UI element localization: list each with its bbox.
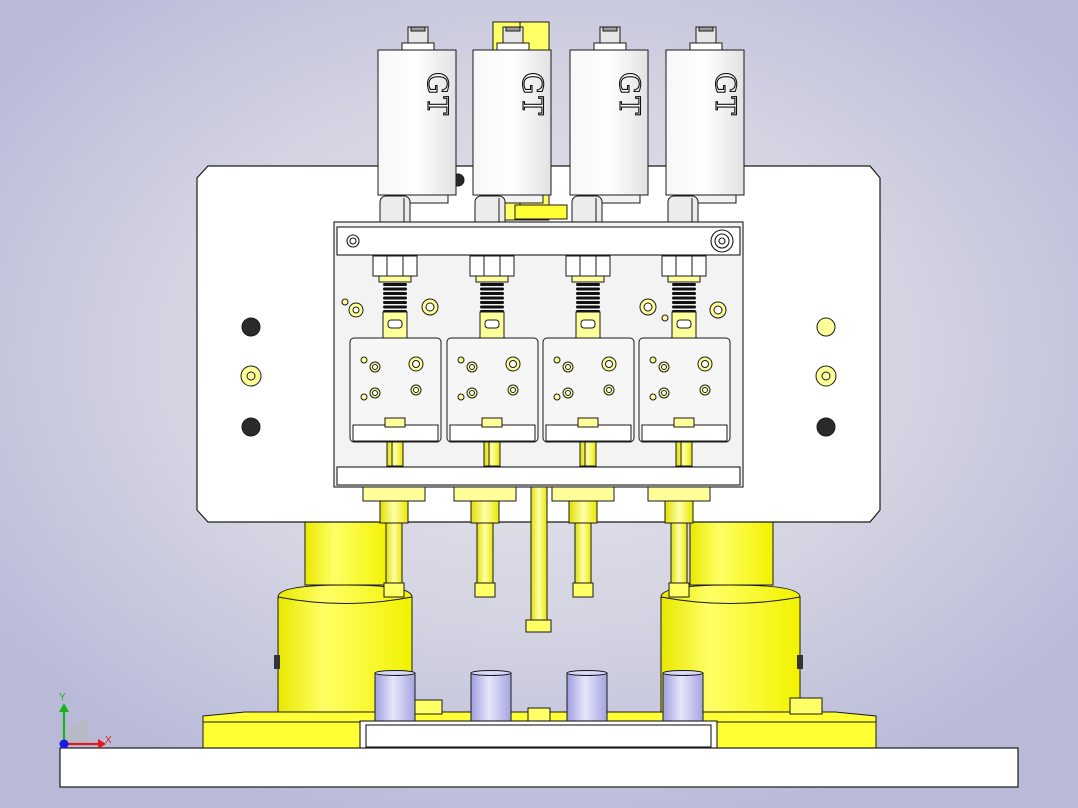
actuator-3	[542, 255, 635, 467]
cylinder-rod-1	[362, 486, 426, 724]
axis-triad[interactable]: X Y	[59, 692, 112, 749]
valve-4: GT	[665, 26, 745, 229]
valve-label: GT	[613, 72, 646, 117]
valve-label: GT	[709, 72, 742, 117]
x-axis-label: X	[105, 735, 112, 746]
manifold-ports	[341, 298, 727, 322]
plate-holes-left	[240, 317, 262, 437]
valve-label: GT	[516, 72, 549, 117]
valve-label: GT	[421, 72, 454, 117]
valve-3: GT	[569, 26, 649, 229]
plate-holes-right	[815, 317, 837, 437]
fixture-block	[359, 720, 718, 750]
cylinder-rod-4	[647, 486, 711, 724]
y-axis-label: Y	[59, 692, 66, 703]
cylinder-rod-3	[551, 486, 615, 724]
actuator-4	[638, 255, 731, 467]
center-guide-pin	[525, 486, 552, 633]
actuator-2	[446, 255, 539, 467]
valve-1: GT	[377, 26, 457, 229]
actuator-1	[349, 255, 442, 467]
valve-2: GT	[472, 26, 552, 229]
actuator-group	[349, 255, 731, 467]
base-plate	[59, 747, 1019, 788]
valve-group: GT GT GT GT	[377, 26, 745, 229]
rod-group	[362, 486, 711, 724]
cylinder-rod-2	[453, 486, 517, 724]
